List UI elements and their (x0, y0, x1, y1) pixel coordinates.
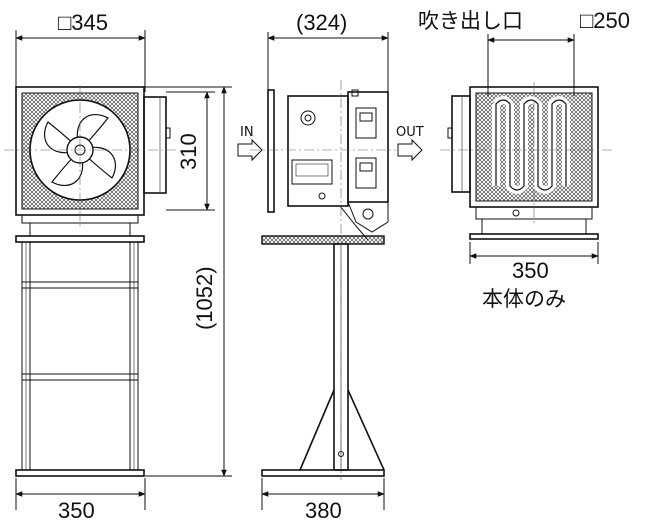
side-top-dim-label: (324) (296, 10, 347, 35)
rear-side-box (451, 95, 471, 193)
side-main-body (287, 95, 349, 207)
overall-height-dimension: (1052) (145, 86, 232, 477)
side-shelf (261, 235, 385, 245)
in-label: IN (240, 125, 254, 140)
front-motor-box (143, 96, 167, 194)
side-breaker-1 (355, 107, 377, 139)
front-bottom-dim-label: 350 (58, 498, 95, 523)
body-only-label: 本体のみ (482, 287, 566, 311)
side-bottom-dim-label: 380 (305, 498, 342, 523)
front-height-dim-label: 310 (176, 133, 201, 170)
rear-view: 吹き出し口 □250 350 本体のみ (418, 8, 630, 311)
side-brace-left (299, 389, 335, 471)
front-crossbar-1 (21, 281, 139, 289)
out-label: OUT (396, 125, 424, 140)
front-top-dim-label: □345 (58, 10, 108, 35)
side-control-plate (291, 159, 333, 185)
in-arrow-icon (237, 138, 263, 162)
front-crossbar-2 (21, 373, 139, 381)
side-brace-right (347, 389, 385, 471)
side-bracket (347, 201, 389, 233)
side-foot (261, 469, 385, 477)
rear-base (475, 206, 593, 220)
front-foot (15, 469, 145, 477)
heater-coil-icon (495, 99, 567, 191)
rear-foot (469, 233, 599, 240)
front-stand-top (15, 235, 145, 243)
side-knob-icon (300, 110, 316, 126)
overall-height-dim-label: (1052) (192, 266, 217, 330)
rear-width-dim-label: 350 (512, 258, 549, 283)
outlet-label: 吹き出し口 (418, 9, 523, 33)
outlet-dim-label: □250 (580, 8, 630, 33)
side-breaker-2 (355, 157, 377, 189)
side-view: (324) IN OUT (237, 10, 424, 523)
side-front-panel (267, 89, 275, 213)
out-arrow-icon (397, 138, 423, 162)
front-view: □345 (4, 10, 215, 523)
